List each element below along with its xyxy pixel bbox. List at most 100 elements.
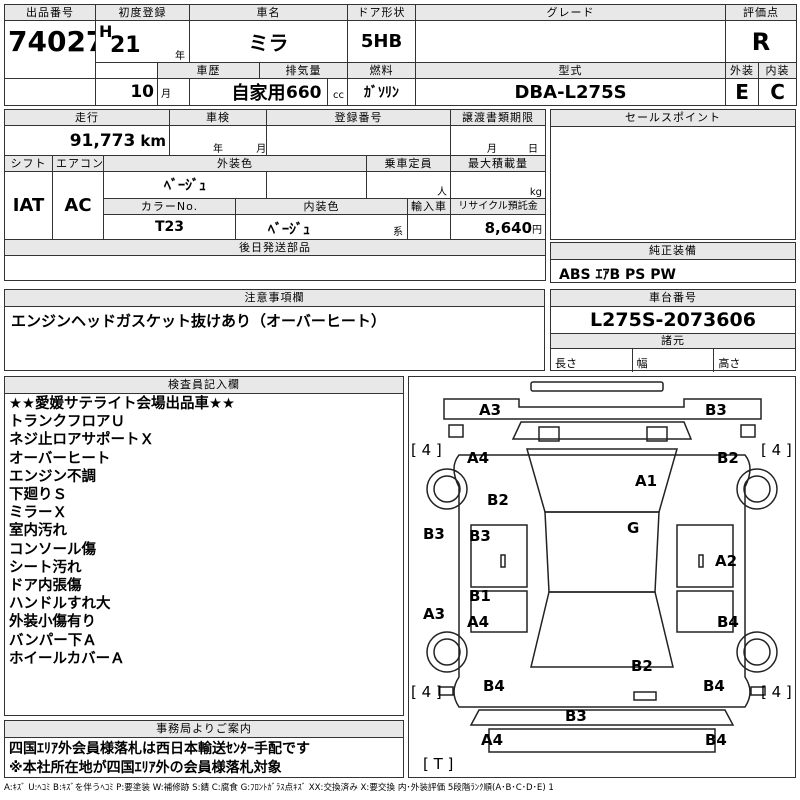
damage-mark: A4: [467, 613, 490, 631]
inspector-note: ハンドルすれ大: [9, 596, 111, 613]
handle-icon: [500, 554, 506, 568]
dims-label: 諸元: [551, 334, 795, 349]
caution-box: 注意事項欄 エンジンヘッドガスケット抜けあり（オーバーヒート）: [4, 289, 545, 371]
later-parts-value: [3, 255, 547, 281]
inspector-box: 検査員記入欄 ★★愛媛サテライト会場出品車★★ トランクフロアＵ ネジ止ロアサポ…: [4, 376, 404, 716]
first-reg-label: 初度登録: [94, 4, 191, 21]
wheel-front-left-shape: [426, 468, 468, 510]
handle-icon: [698, 554, 704, 568]
genuine-value: ABS ｴｱB PS PW: [559, 267, 676, 283]
length-cell: 長さ: [551, 349, 633, 372]
inspection-label: 車検: [169, 109, 268, 126]
int-color-label: 内装色: [235, 198, 409, 215]
import-value: [407, 214, 452, 240]
interior-label: 内装: [758, 62, 798, 79]
fuel-label: 燃料: [347, 62, 417, 79]
displacement-label: 排気量: [259, 62, 349, 79]
int-color-unit: 系: [393, 227, 404, 238]
right-front-door-shape: [676, 524, 734, 588]
month: 10: [130, 82, 154, 102]
score-value: R: [725, 20, 798, 63]
chassis-label: 車台番号: [551, 290, 795, 307]
transfer-value: 月 日: [450, 125, 547, 156]
inspector-label: 検査員記入欄: [5, 377, 403, 394]
right-mirror-shape: [740, 424, 756, 438]
recycle-value: 8,640円: [450, 214, 547, 240]
int-color-value: ﾍﾞｰｼﾞｭ 系: [235, 214, 409, 240]
inspector-notes: ★★愛媛サテライト会場出品車★★ トランクフロアＵ ネジ止ロアサポートＸ オーバ…: [5, 394, 403, 669]
damage-mark: G: [627, 519, 640, 537]
inspector-note: ホイールカバーＡ: [9, 650, 125, 667]
inspector-note: ネジ止ロアサポートＸ: [9, 432, 154, 449]
car-diagram-box: A3 B3 A4 B2 B2 A1 G B3 B3 A2 B1 A3 A4 B4…: [408, 376, 796, 778]
damage-mark: A3: [479, 401, 502, 419]
capacity-unit: 人: [366, 171, 452, 199]
month-unit: 月: [156, 78, 191, 106]
grade-label: グレード: [415, 4, 727, 21]
inspector-note: エンジン不調: [9, 468, 96, 485]
reg-number-label: 登録番号: [266, 109, 452, 126]
left-mirror-shape: [448, 424, 464, 438]
inspector-note: オーバーヒート: [9, 450, 111, 467]
inspector-note: 外装小傷有り: [9, 614, 96, 631]
displacement: 660: [286, 83, 322, 103]
tire-tread-mark: [ 4 ]: [411, 441, 442, 459]
tire-tread-mark: [ 4 ]: [761, 683, 792, 701]
reg-number-value: [266, 125, 452, 156]
header-table: 出品番号 初度登録 車名 ドア形状 グレード 評価点 74027 H 21 年 …: [4, 4, 798, 106]
import-label: 輸入車: [407, 198, 452, 215]
sales-point-label: セールスポイント: [551, 110, 795, 127]
inspector-note: 室内汚れ: [9, 523, 67, 540]
lot-number: 74027: [4, 20, 96, 79]
mileage: 91,773: [69, 130, 136, 151]
right-rear-door-shape: [676, 590, 734, 633]
caution-label: 注意事項欄: [5, 290, 544, 307]
width-cell: 幅: [633, 349, 715, 372]
mileage-table: 走行 車検 登録番号 譲渡書類期限 91,773 km 年 月 月 日 シフト …: [3, 109, 547, 281]
history-label: 車歴: [156, 62, 261, 79]
year: 21: [110, 33, 141, 58]
damage-mark: B4: [705, 731, 727, 749]
first-reg-year: H 21 年: [94, 20, 191, 63]
aircon-value: AC: [52, 171, 104, 240]
era: H: [99, 22, 113, 41]
damage-mark: B4: [483, 677, 505, 695]
damage-mark: A1: [635, 472, 658, 490]
damage-mark: A3: [423, 605, 446, 623]
model-label: 型式: [415, 62, 727, 79]
recycle-unit: 円: [532, 224, 543, 236]
ext-color-label: 外装色: [102, 155, 368, 172]
wheel-rear-left-shape: [426, 631, 468, 673]
wheel-rear-right-shape: [736, 631, 778, 673]
damage-mark: B2: [631, 657, 653, 675]
car-diagram: [426, 381, 778, 753]
reg-month: 10: [95, 78, 158, 106]
sales-point-box: セールスポイント: [550, 109, 796, 240]
height-cell: 高さ: [718, 357, 741, 370]
aircon-label: エアコン: [52, 155, 104, 172]
recycle-label: リサイクル預託金: [450, 198, 547, 215]
damage-mark: B3: [705, 401, 727, 419]
inspector-note: バンパー下Ａ: [9, 632, 97, 649]
tire-tread-mark: [ 4 ]: [761, 441, 792, 459]
chassis-value: L275S-2073606: [551, 307, 795, 334]
caution-value: エンジンヘッドガスケット抜けあり（オーバーヒート）: [11, 312, 386, 330]
office-note: ※本社所在地が四国ｴﾘｱ外の会員様落札対象: [9, 760, 282, 776]
wheel-front-right-shape: [736, 468, 778, 510]
office-box: 事務局よりご案内 四国ｴﾘｱ外会員様落札は西日本輸送ｾﾝﾀｰ手配です ※本社所在…: [4, 720, 404, 778]
exterior-label: 外装: [725, 62, 760, 79]
front-bumper-shape: [530, 381, 664, 392]
inspector-note: 下廻りＳ: [9, 487, 67, 504]
office-notes: 四国ｴﾘｱ外会員様落札は西日本輸送ｾﾝﾀｰ手配です ※本社所在地が四国ｴﾘｱ外の…: [5, 738, 403, 780]
model-value: DBA-L275S: [415, 78, 727, 106]
headlight-left-shape: [538, 426, 560, 442]
lot-label: 出品番号: [4, 4, 96, 21]
mileage-unit: km: [140, 131, 167, 150]
later-parts-label: 後日発送部品: [3, 239, 547, 256]
damage-mark: B3: [423, 525, 445, 543]
roof-shape: [544, 511, 660, 593]
mileage-label: 走行: [3, 109, 171, 126]
damage-mark: B1: [469, 587, 491, 605]
car-name: ミラ: [189, 20, 349, 63]
damage-mark: A4: [481, 731, 504, 749]
